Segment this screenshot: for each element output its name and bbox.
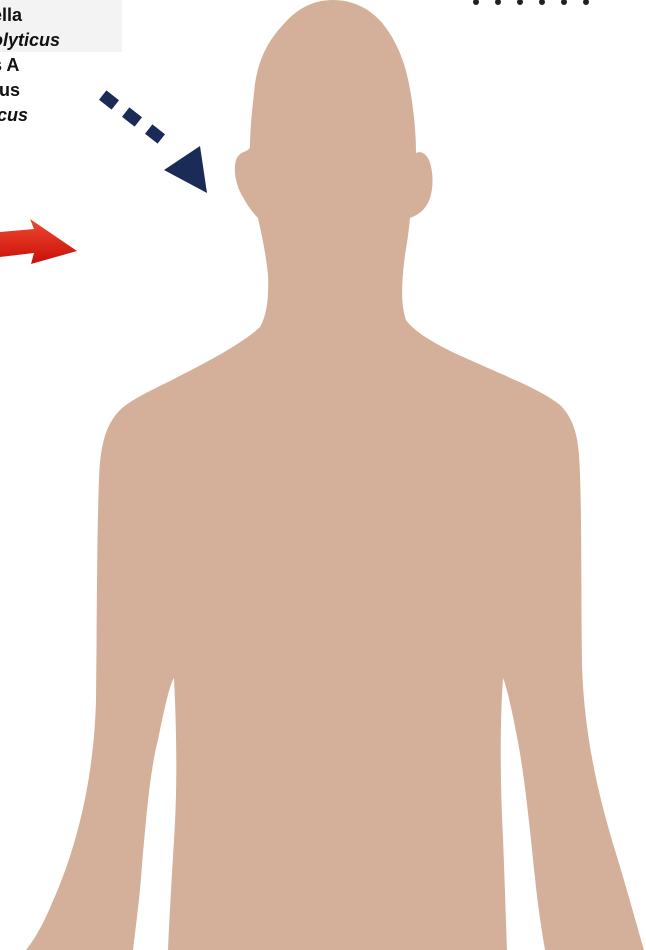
dashed-arrow-icon	[99, 90, 207, 193]
red-arrow-icon	[0, 219, 77, 264]
human-silhouette	[26, 0, 644, 950]
